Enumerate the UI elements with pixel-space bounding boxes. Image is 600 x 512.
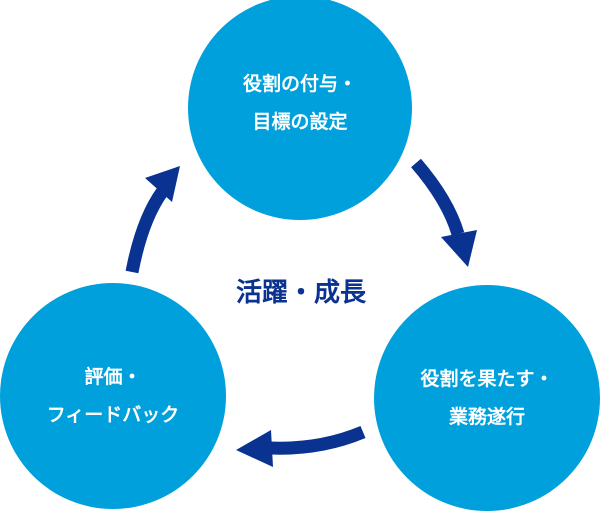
arrowhead-top xyxy=(145,166,180,202)
step-circle-evaluation-feedback: 評価・ フィードバック xyxy=(0,283,226,509)
arrow-left-to-top xyxy=(125,188,168,274)
step-3-line-2: フィードバック xyxy=(46,404,180,426)
arrowhead-left xyxy=(236,430,273,467)
step-circle-role-assignment: 役割の付与・ 目標の設定 xyxy=(188,0,412,220)
step-2-line-1: 役割を果たす・ xyxy=(420,368,554,390)
step-1-line-2: 目標の設定 xyxy=(252,111,348,133)
step-3-line-1: 評価・ xyxy=(84,366,142,388)
step-1-line-1: 役割の付与・ xyxy=(242,73,357,95)
step-2-line-2: 業務遂行 xyxy=(448,406,525,428)
arrowhead-right xyxy=(441,230,477,267)
center-label: 活躍・成長 xyxy=(235,278,366,308)
arrow-right-to-left xyxy=(269,425,366,455)
step-circle-task-execution: 役割を果たす・ 業務遂行 xyxy=(374,285,600,511)
arrow-top-to-right xyxy=(411,158,465,236)
